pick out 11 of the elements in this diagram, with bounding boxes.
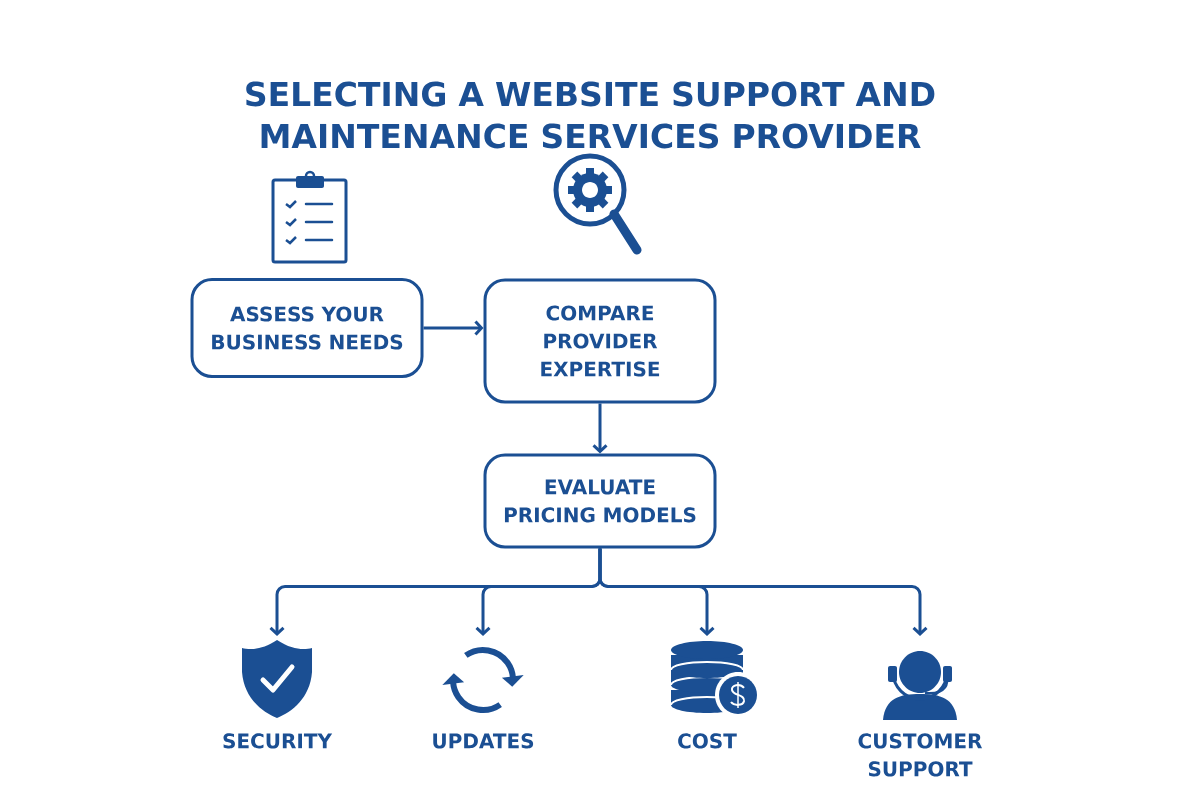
category-label: UPDATES	[433, 733, 534, 749]
category-label: COST	[678, 733, 737, 749]
category-label: SECURITY	[223, 733, 333, 749]
arrow	[592, 403, 608, 454]
arrow	[598, 548, 928, 636]
category-label: CUSTOMER SUPPORT	[858, 733, 983, 777]
process-box: ASSESS YOUR BUSINESS NEEDS	[190, 278, 424, 378]
process-box: EVALUATE PRICING MODELS	[483, 453, 717, 549]
title: SELECTING A WEBSITE SUPPORT AND MAINTENANCE SERVICES PROVIDER	[246, 81, 935, 149]
arrow	[423, 320, 484, 336]
process-box: COMPARE PROVIDER EXPERTISE	[483, 278, 717, 404]
